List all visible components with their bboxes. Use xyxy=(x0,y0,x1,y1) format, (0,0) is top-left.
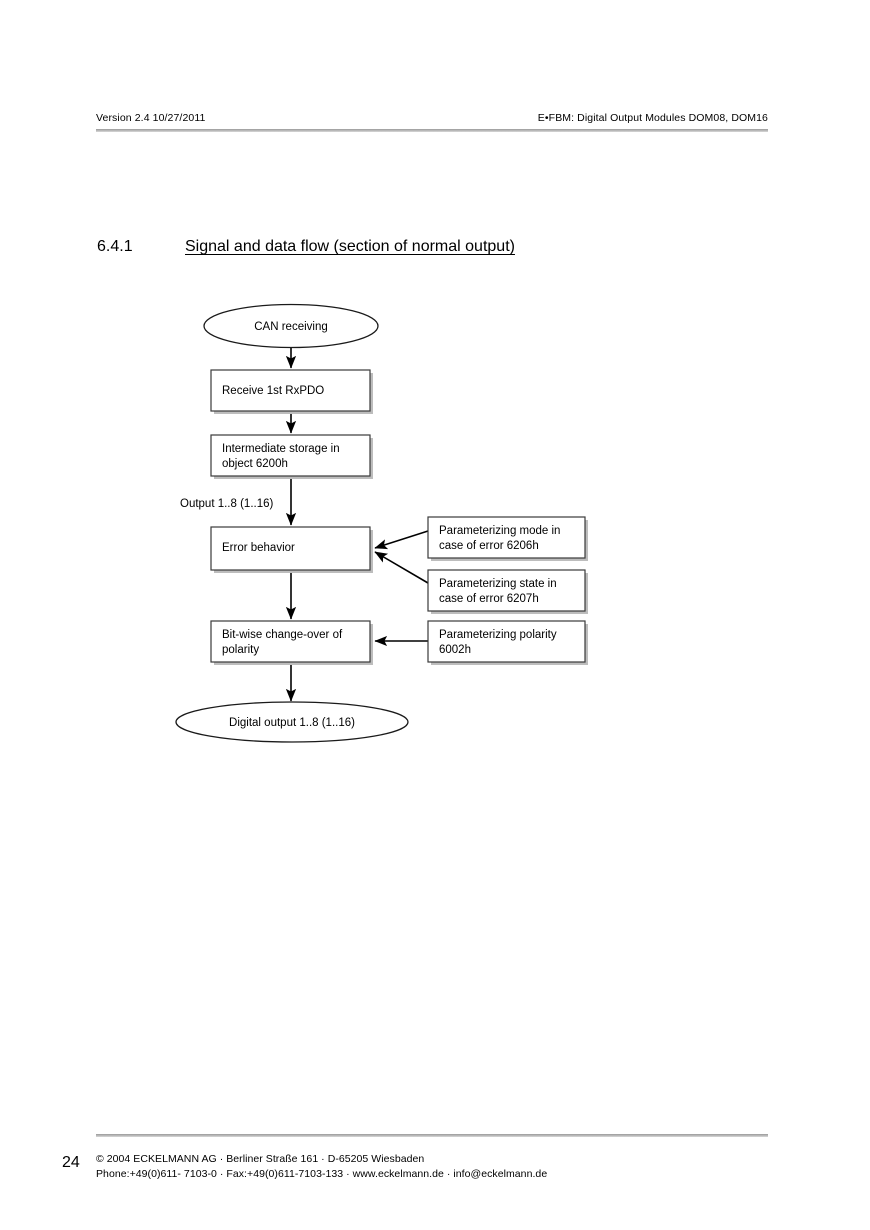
node-bitwise-polarity-label-line1: Bit-wise change-over of xyxy=(222,629,343,641)
label-output-range: Output 1..8 (1..16) xyxy=(180,498,274,510)
node-parameterizing-polarity-label-line2: 6002h xyxy=(439,644,471,656)
node-parameterizing-polarity: Parameterizing polarity 6002h xyxy=(427,620,588,665)
page-number: 24 xyxy=(62,1154,80,1171)
node-intermediate-storage-label-line2: object 6200h xyxy=(222,458,288,470)
connector-param-state-to-error xyxy=(374,551,429,584)
node-digital-output: Digital output 1..8 (1..16) xyxy=(175,701,409,743)
footer-company-info: © 2004 ECKELMANN AG · Berliner Straße 16… xyxy=(96,1152,547,1182)
diagram-connectors xyxy=(285,348,429,702)
node-intermediate-storage-label-line1: Intermediate storage in xyxy=(222,443,340,455)
node-parameterizing-mode-label-line1: Parameterizing mode in xyxy=(439,525,560,537)
footer-divider-rule xyxy=(96,1134,768,1137)
header-document-title: E•FBM: Digital Output Modules DOM08, DOM… xyxy=(537,112,768,124)
node-error-behavior-label: Error behavior xyxy=(222,542,295,554)
header-divider-rule xyxy=(96,129,768,132)
node-can-receiving: CAN receiving xyxy=(203,303,379,349)
node-parameterizing-polarity-label-line1: Parameterizing polarity xyxy=(439,629,557,641)
page-footer: 24 © 2004 ECKELMANN AG · Berliner Straße… xyxy=(62,1130,768,1200)
node-error-behavior: Error behavior xyxy=(210,526,373,573)
node-intermediate-storage: Intermediate storage in object 6200h xyxy=(210,434,373,479)
connector-param-mode-to-error xyxy=(374,530,429,550)
footer-address-line: © 2004 ECKELMANN AG · Berliner Straße 16… xyxy=(96,1153,425,1165)
node-parameterizing-state: Parameterizing state in case of error 62… xyxy=(427,569,588,614)
node-parameterizing-state-label-line1: Parameterizing state in xyxy=(439,578,557,590)
node-digital-output-label: Digital output 1..8 (1..16) xyxy=(229,717,355,729)
page-header: Version 2.4 10/27/2011 E•FBM: Digital Ou… xyxy=(96,112,768,136)
section-number: 6.4.1 xyxy=(97,238,133,255)
footer-contact-line: Phone:+49(0)611- 7103-0 · Fax:+49(0)611-… xyxy=(96,1168,548,1180)
header-version-text: Version 2.4 10/27/2011 xyxy=(96,112,206,124)
node-parameterizing-mode: Parameterizing mode in case of error 620… xyxy=(427,516,588,561)
node-bitwise-polarity: Bit-wise change-over of polarity xyxy=(210,620,373,665)
node-can-receiving-label: CAN receiving xyxy=(254,321,328,333)
node-receive-rxpdo-label: Receive 1st RxPDO xyxy=(222,385,324,397)
node-parameterizing-state-label-line2: case of error 6207h xyxy=(439,593,539,605)
node-parameterizing-mode-label-line2: case of error 6206h xyxy=(439,540,539,552)
node-receive-rxpdo: Receive 1st RxPDO xyxy=(210,369,373,414)
section-title: Signal and data flow (section of normal … xyxy=(185,238,515,255)
node-bitwise-polarity-label-line2: polarity xyxy=(222,644,259,656)
